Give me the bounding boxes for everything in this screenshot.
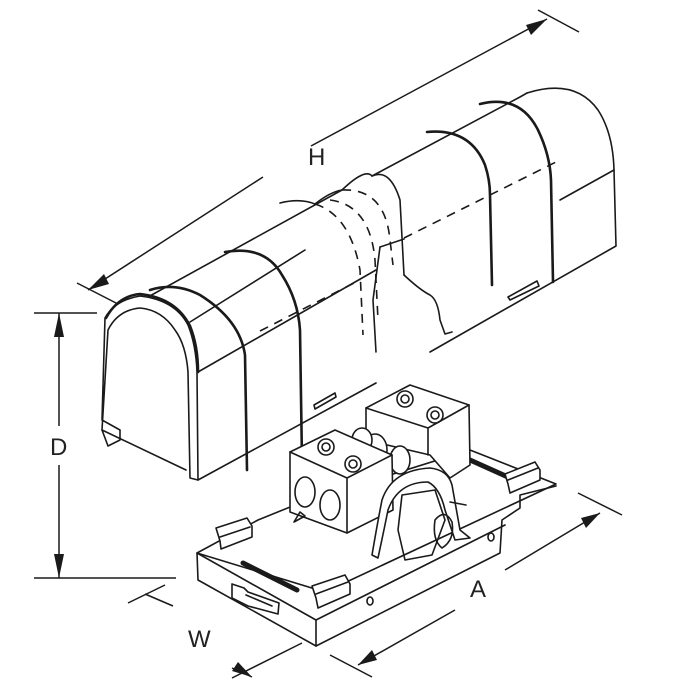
cover [101, 87, 617, 481]
dimension-label-a: A [470, 576, 487, 603]
dimension-lines [34, 9, 623, 679]
strap-clamp [371, 467, 471, 561]
terminal-blocks [289, 384, 471, 534]
base [196, 449, 557, 647]
dimension-label-h: H [308, 144, 326, 171]
dimension-label-w: W [188, 626, 211, 653]
dimension-label-d: D [50, 434, 68, 461]
